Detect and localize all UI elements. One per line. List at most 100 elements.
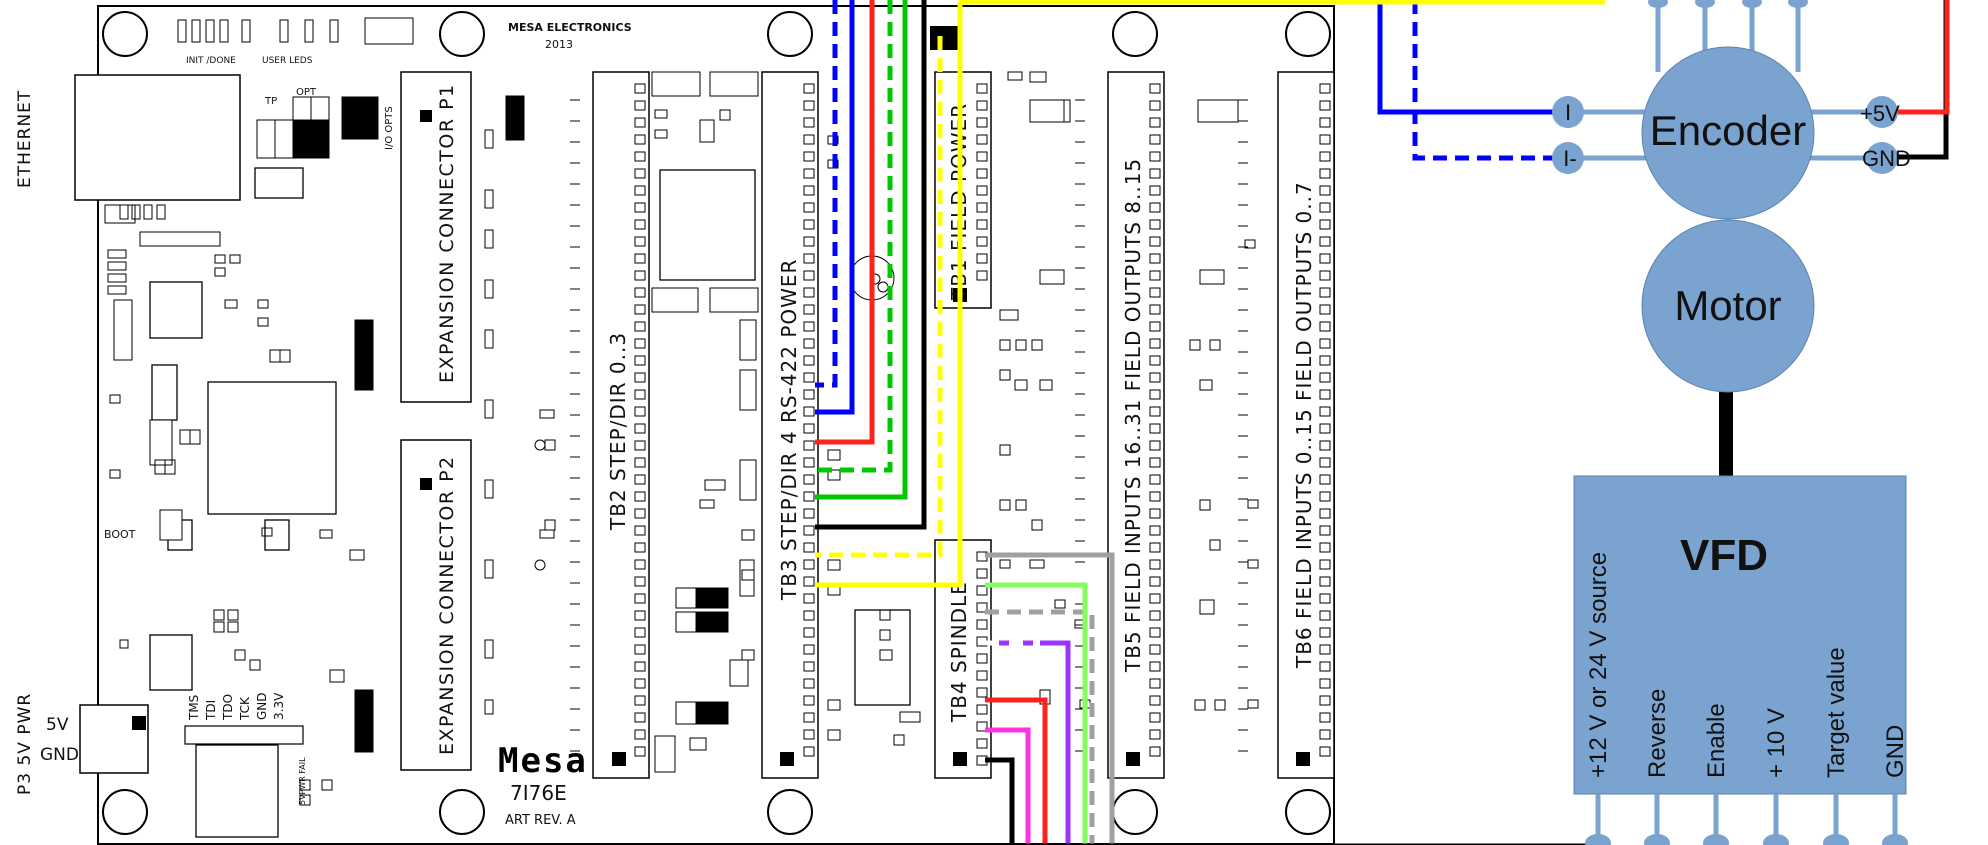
mounting-holes bbox=[102, 11, 1331, 835]
smd-component bbox=[1029, 559, 1045, 569]
terminal-socket bbox=[976, 602, 988, 613]
smd-component bbox=[1194, 699, 1206, 711]
terminal-socket bbox=[1319, 423, 1331, 434]
smd-component bbox=[1029, 71, 1047, 83]
encoder-label: Encoder bbox=[1650, 107, 1806, 154]
smd-component bbox=[1199, 379, 1213, 391]
terminal-socket bbox=[803, 440, 815, 451]
motor-label: Motor bbox=[1674, 282, 1781, 329]
terminal-socket bbox=[634, 168, 646, 179]
encoder-pin-i-neg-label: I- bbox=[1563, 146, 1576, 171]
terminal-socket bbox=[1319, 474, 1331, 485]
terminal-socket bbox=[634, 100, 646, 111]
terminal-socket bbox=[1319, 389, 1331, 400]
terminal-socket bbox=[1149, 100, 1161, 111]
user-leds-label: USER LEDS bbox=[262, 56, 313, 66]
wire-red-encoder-5v-main bbox=[1890, 0, 1950, 115]
smd-component bbox=[484, 329, 494, 349]
terminal-socket bbox=[634, 236, 646, 247]
terminal-socket bbox=[634, 712, 646, 723]
smd-component bbox=[699, 119, 715, 143]
power-5v-label: 5V bbox=[46, 715, 69, 735]
smd-component bbox=[224, 299, 238, 309]
wire-gray-dashed-tb4 bbox=[985, 609, 1095, 845]
mounting-hole bbox=[102, 11, 148, 57]
terminal-socket bbox=[1319, 253, 1331, 264]
terminal-socket bbox=[1319, 100, 1331, 111]
smd-component bbox=[107, 285, 127, 295]
terminal-socket bbox=[1149, 678, 1161, 689]
smd-component bbox=[329, 669, 345, 683]
tb5-label: TB5 FIELD INPUTS 16..31 FIELD OUTPUTS 8.… bbox=[1121, 158, 1145, 673]
smd-component bbox=[213, 621, 225, 633]
jtag-pin-label: TMS bbox=[187, 695, 201, 721]
jtag-pin-label: TDO bbox=[221, 694, 235, 721]
terminal-socket bbox=[1149, 593, 1161, 604]
wire-gray-tb4 bbox=[985, 552, 1115, 845]
terminal-socket bbox=[976, 236, 988, 247]
terminal-socket bbox=[1149, 321, 1161, 332]
terminal-socket bbox=[803, 525, 815, 536]
terminal-socket bbox=[634, 389, 646, 400]
smd-component bbox=[879, 629, 891, 641]
wire-blue-dashed-tb3 bbox=[815, 0, 838, 388]
board-art-rev: ART REV. A bbox=[505, 813, 576, 828]
smd-component bbox=[349, 549, 365, 561]
vfd-terminal-label: Reverse bbox=[1644, 689, 1671, 778]
smd-component bbox=[484, 559, 494, 579]
terminal-socket bbox=[634, 287, 646, 298]
terminal-socket bbox=[803, 695, 815, 706]
smd-component bbox=[999, 339, 1011, 351]
smd-component bbox=[704, 479, 726, 491]
wire-green-dashed-tb3 bbox=[815, 0, 893, 473]
encoder-pin-i bbox=[1552, 96, 1584, 128]
terminal-socket bbox=[1149, 729, 1161, 740]
smd-component bbox=[214, 254, 226, 264]
terminal-socket bbox=[976, 270, 988, 281]
terminal-socket bbox=[634, 117, 646, 128]
terminal-socket bbox=[803, 610, 815, 621]
terminal-socket bbox=[1319, 338, 1331, 349]
smd-component bbox=[107, 249, 127, 259]
terminal-socket bbox=[1319, 508, 1331, 519]
smd-component bbox=[1244, 239, 1256, 249]
terminal-socket bbox=[1149, 440, 1161, 451]
terminal-socket bbox=[1319, 236, 1331, 247]
terminal-socket bbox=[1149, 559, 1161, 570]
terminal-socket bbox=[803, 270, 815, 281]
smd-component bbox=[879, 609, 891, 621]
terminal-socket bbox=[803, 236, 815, 247]
terminal-socket bbox=[976, 100, 988, 111]
wire-blue-tb3 bbox=[815, 0, 855, 415]
smd-component bbox=[234, 649, 246, 661]
terminal-socket bbox=[1149, 338, 1161, 349]
wire-green-tb3 bbox=[815, 0, 908, 500]
terminal-socket bbox=[976, 185, 988, 196]
terminal-socket bbox=[1319, 627, 1331, 638]
smd-component bbox=[321, 779, 333, 791]
encoder-pin-gnd bbox=[1866, 142, 1898, 174]
wire-black-tb4 bbox=[985, 757, 1015, 845]
terminal-socket bbox=[1149, 610, 1161, 621]
vfd-terminal-label: Enable bbox=[1703, 703, 1730, 778]
smd-component bbox=[1199, 499, 1211, 511]
init-done-label: INIT /DONE bbox=[186, 56, 236, 66]
pwr-fail-label: 5VPWR FAIL bbox=[298, 757, 307, 805]
terminal-socket bbox=[803, 151, 815, 162]
mounting-hole bbox=[1285, 11, 1331, 57]
pcb-board: ETHERNET P3 5V PWR 5V GND MESA ELECTRONI… bbox=[15, 5, 1335, 845]
power-connector-pin1 bbox=[132, 716, 146, 730]
terminal-socket bbox=[1319, 321, 1331, 332]
terminal-socket bbox=[976, 83, 988, 94]
smd-component bbox=[1054, 599, 1066, 609]
smd-component bbox=[827, 469, 841, 481]
wire-lightgreen-tb4 bbox=[985, 582, 1088, 845]
terminal-socket bbox=[1319, 270, 1331, 281]
terminal-socket bbox=[1149, 525, 1161, 536]
encoder-pin-i-neg bbox=[1552, 142, 1584, 174]
terminal-pin1-markers bbox=[612, 288, 1310, 766]
terminal-socket bbox=[634, 440, 646, 451]
terminal-socket bbox=[803, 457, 815, 468]
smd-component bbox=[484, 479, 494, 499]
